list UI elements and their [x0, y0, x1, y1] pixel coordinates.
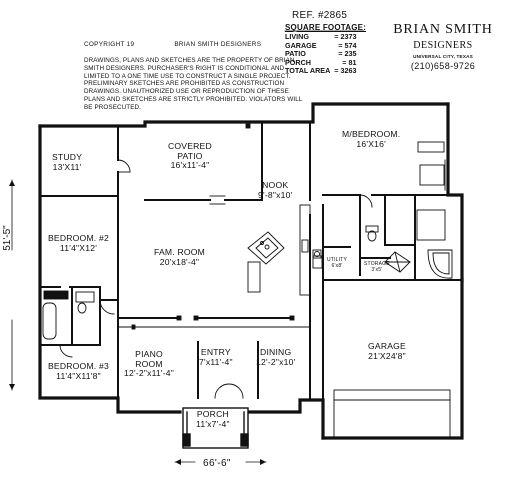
- brand-location: UNIVERSAL CITY, TEXAS: [413, 54, 473, 59]
- sqft-row-patio: PATIO= 235: [285, 49, 357, 59]
- overall-width-dimension: 66'-6": [203, 458, 231, 469]
- square-footage-table: LIVING= 2373 GARAGE= 574 PATIO= 235 PORC…: [285, 32, 357, 76]
- brand-name: BRIAN SMITH: [393, 22, 493, 37]
- copyright-owner: BRIAN SMITH DESIGNERS: [174, 41, 262, 48]
- sqft-row-living: LIVING= 2373: [285, 32, 357, 41]
- room-master-bedroom: M/BEDROOM.16'X16': [342, 129, 401, 149]
- brand-subtitle: DESIGNERS: [413, 40, 473, 51]
- square-footage-heading: SQUARE FOOTAGE:: [285, 23, 367, 32]
- sqft-row-total: TOTAL AREA= 3263: [285, 66, 357, 76]
- copyright-year: COPYRIGHT 19: [84, 41, 135, 48]
- sqft-row-porch: PORCH= 81: [285, 57, 357, 67]
- plan-reference: REF. #2865: [292, 10, 348, 21]
- brand-phone: (210)658-9726: [410, 61, 476, 71]
- overall-depth-dimension: 51'-5": [2, 225, 13, 251]
- disclaimer-text: Drawings, plans and sketches are the pro…: [84, 57, 303, 111]
- sqft-row-garage: GARAGE= 574: [285, 40, 357, 50]
- copyright-line: COPYRIGHT 19 BRIAN SMITH DESIGNERS: [84, 41, 261, 48]
